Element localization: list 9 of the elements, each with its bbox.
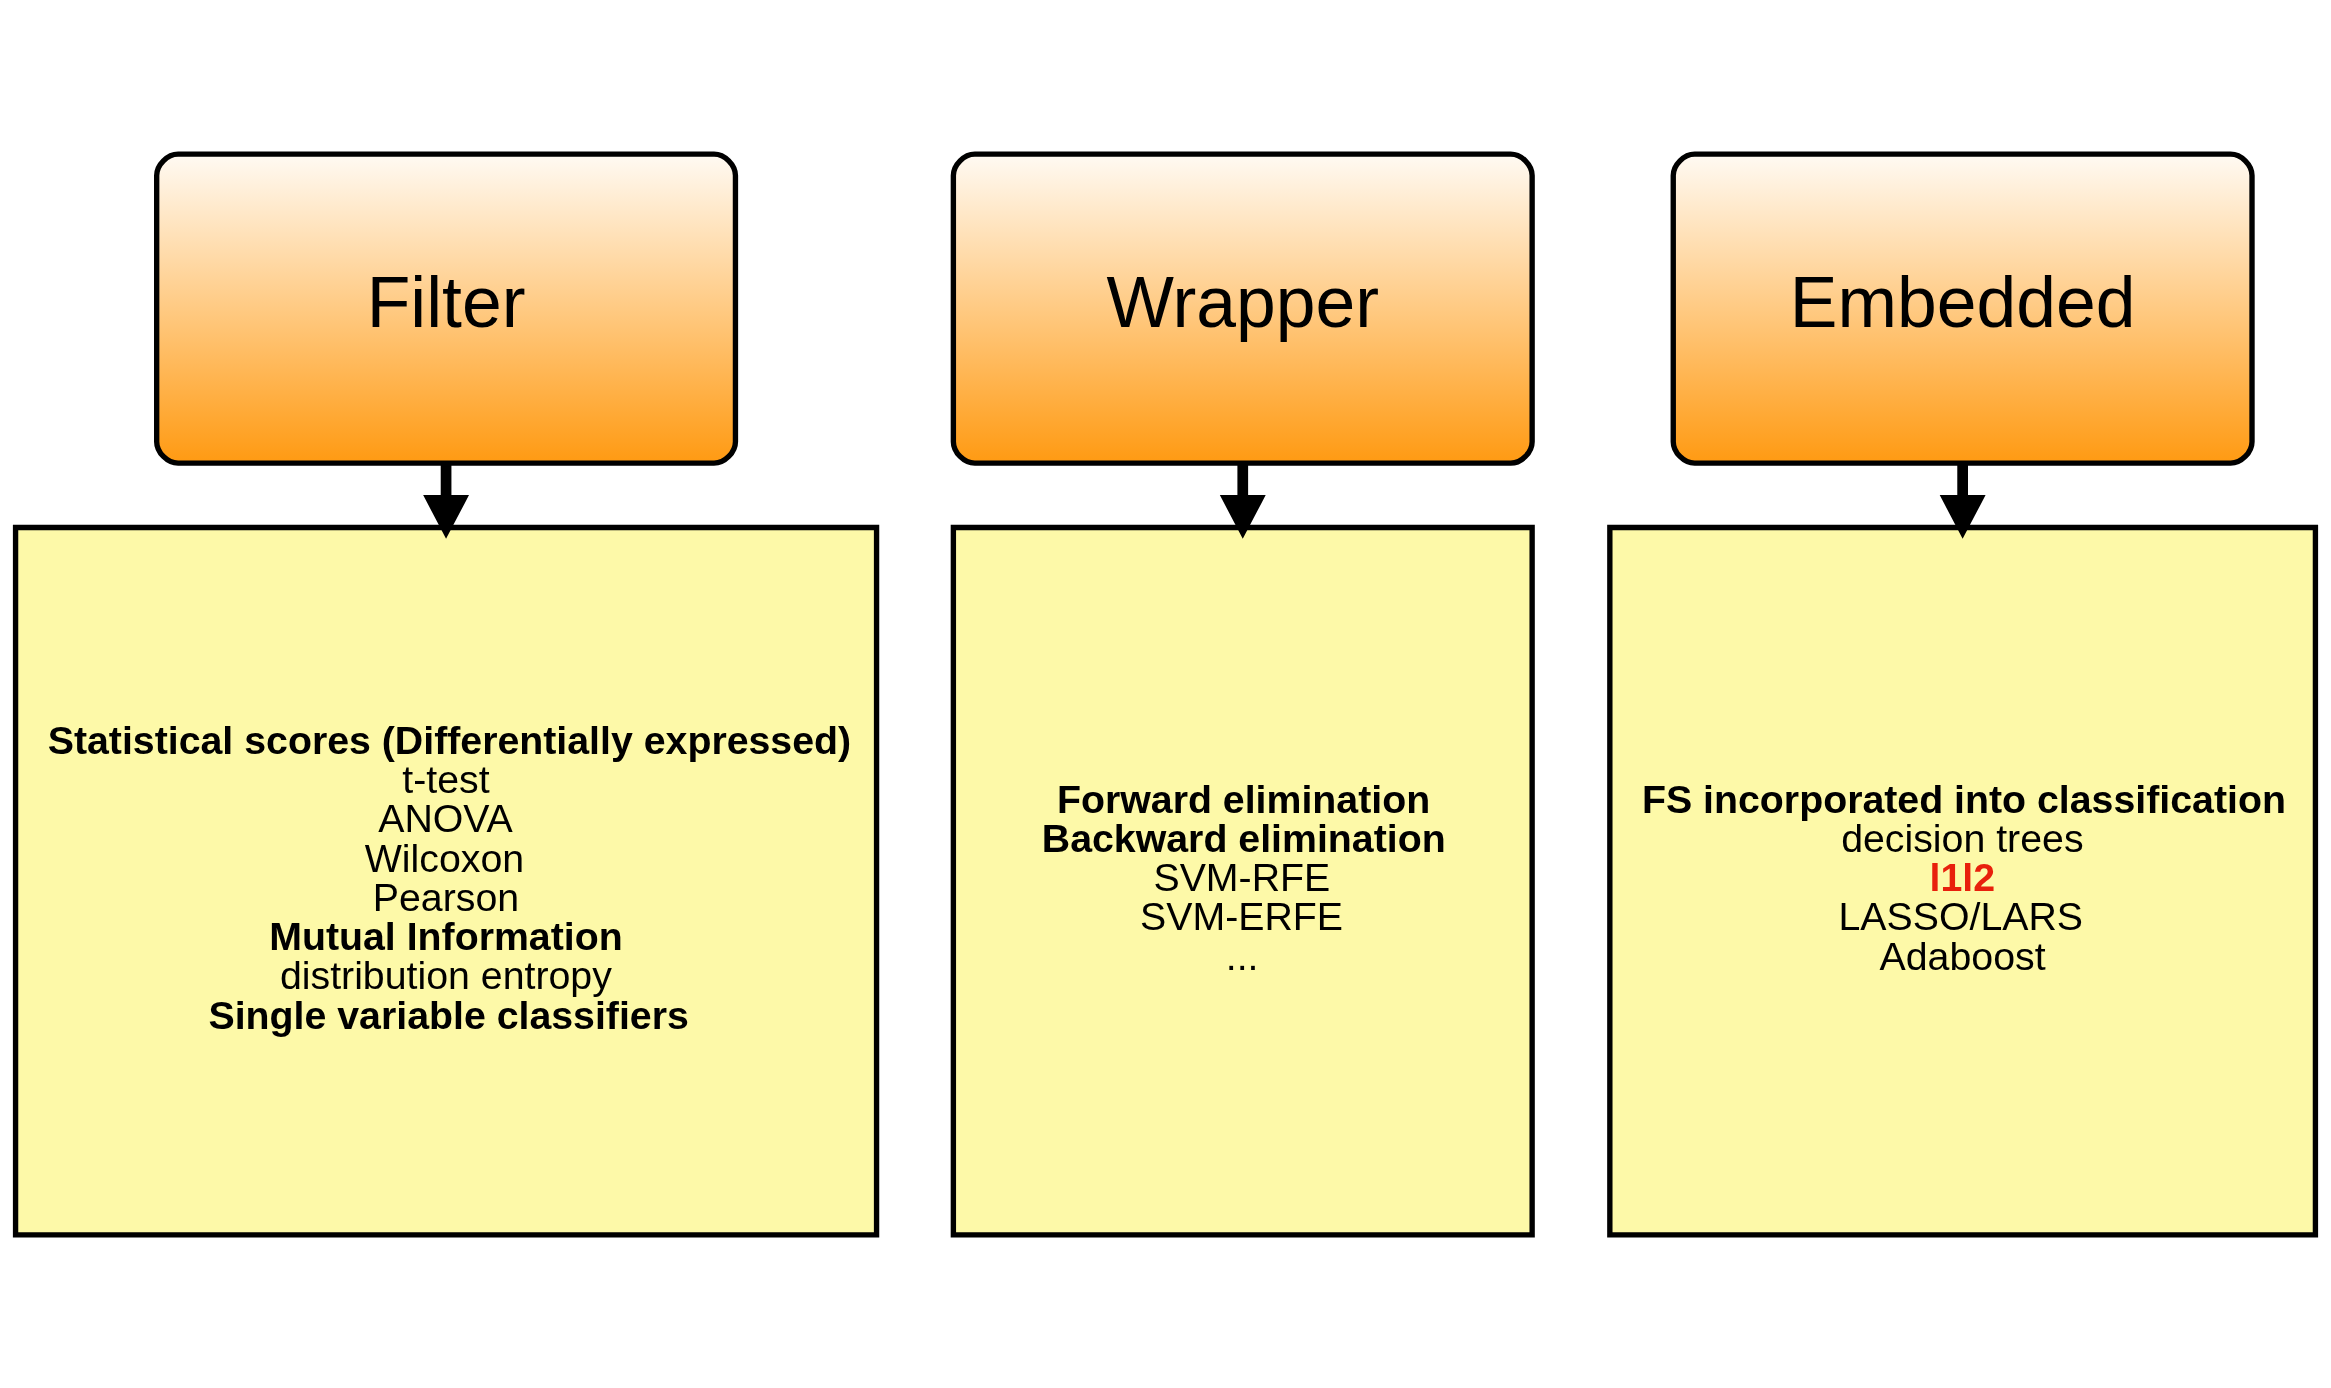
node-box: FS incorporated into classification decision trees l1l2 LASSO/LARS Adaboost xyxy=(1607,524,2319,1238)
node-box: Statistical scores (Differentially expressed) t-test ANOVA Wilcoxon Pearson Mutual Information distribution entropy Single variable classifiers xyxy=(12,524,880,1238)
node-box: Filter xyxy=(154,150,739,466)
arrow xyxy=(1219,463,1266,539)
node-box: Wrapper xyxy=(950,150,1535,466)
node-box: Embedded xyxy=(1670,150,2255,466)
node-box: Forward elimination Backward elimination SVM-RFE SVM-ERFE ... xyxy=(950,524,1535,1238)
arrow xyxy=(423,463,469,539)
arrow xyxy=(1939,463,1986,539)
